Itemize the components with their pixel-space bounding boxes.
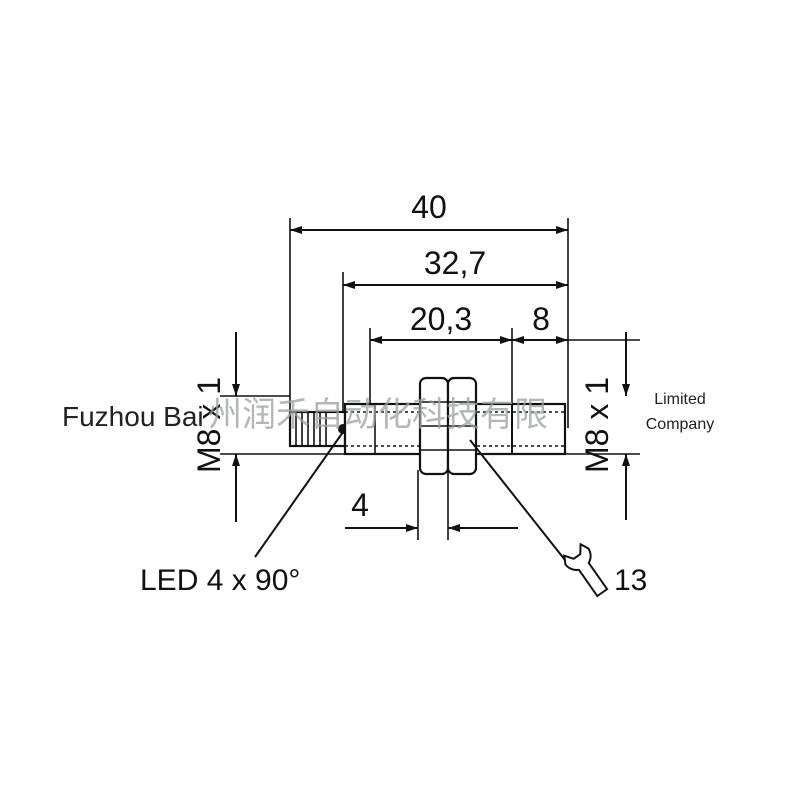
led-leader-line [254, 431, 344, 558]
watermark-right-line2: Company [646, 416, 714, 433]
wrench-icon [562, 542, 609, 598]
hex-nuts [418, 376, 478, 476]
vertical-dimensions [232, 332, 630, 522]
watermark: Fuzhou Bai 州润禾自动化科技有限 Limited Company [62, 391, 714, 435]
wrench-leader-line [469, 439, 566, 561]
dim-thread-right: M8 x 1 [579, 377, 615, 473]
horizontal-dimensions [290, 226, 568, 532]
watermark-right-line1: Limited [654, 391, 706, 408]
dim-sensing-end: 8 [532, 301, 550, 337]
wrench-size-label: 13 [614, 564, 647, 597]
dim-nut-width: 4 [351, 487, 369, 523]
dim-overall-length: 40 [411, 189, 447, 225]
watermark-left-text: Fuzhou Bai [62, 401, 204, 432]
watermark-chinese-text: 州润禾自动化科技有限 [208, 395, 548, 435]
dim-body-length: 32,7 [424, 245, 486, 281]
led-label: LED 4 x 90° [140, 564, 300, 597]
dim-thread-left: M8 x 1 [191, 377, 227, 473]
dim-thread-length: 20,3 [410, 301, 472, 337]
